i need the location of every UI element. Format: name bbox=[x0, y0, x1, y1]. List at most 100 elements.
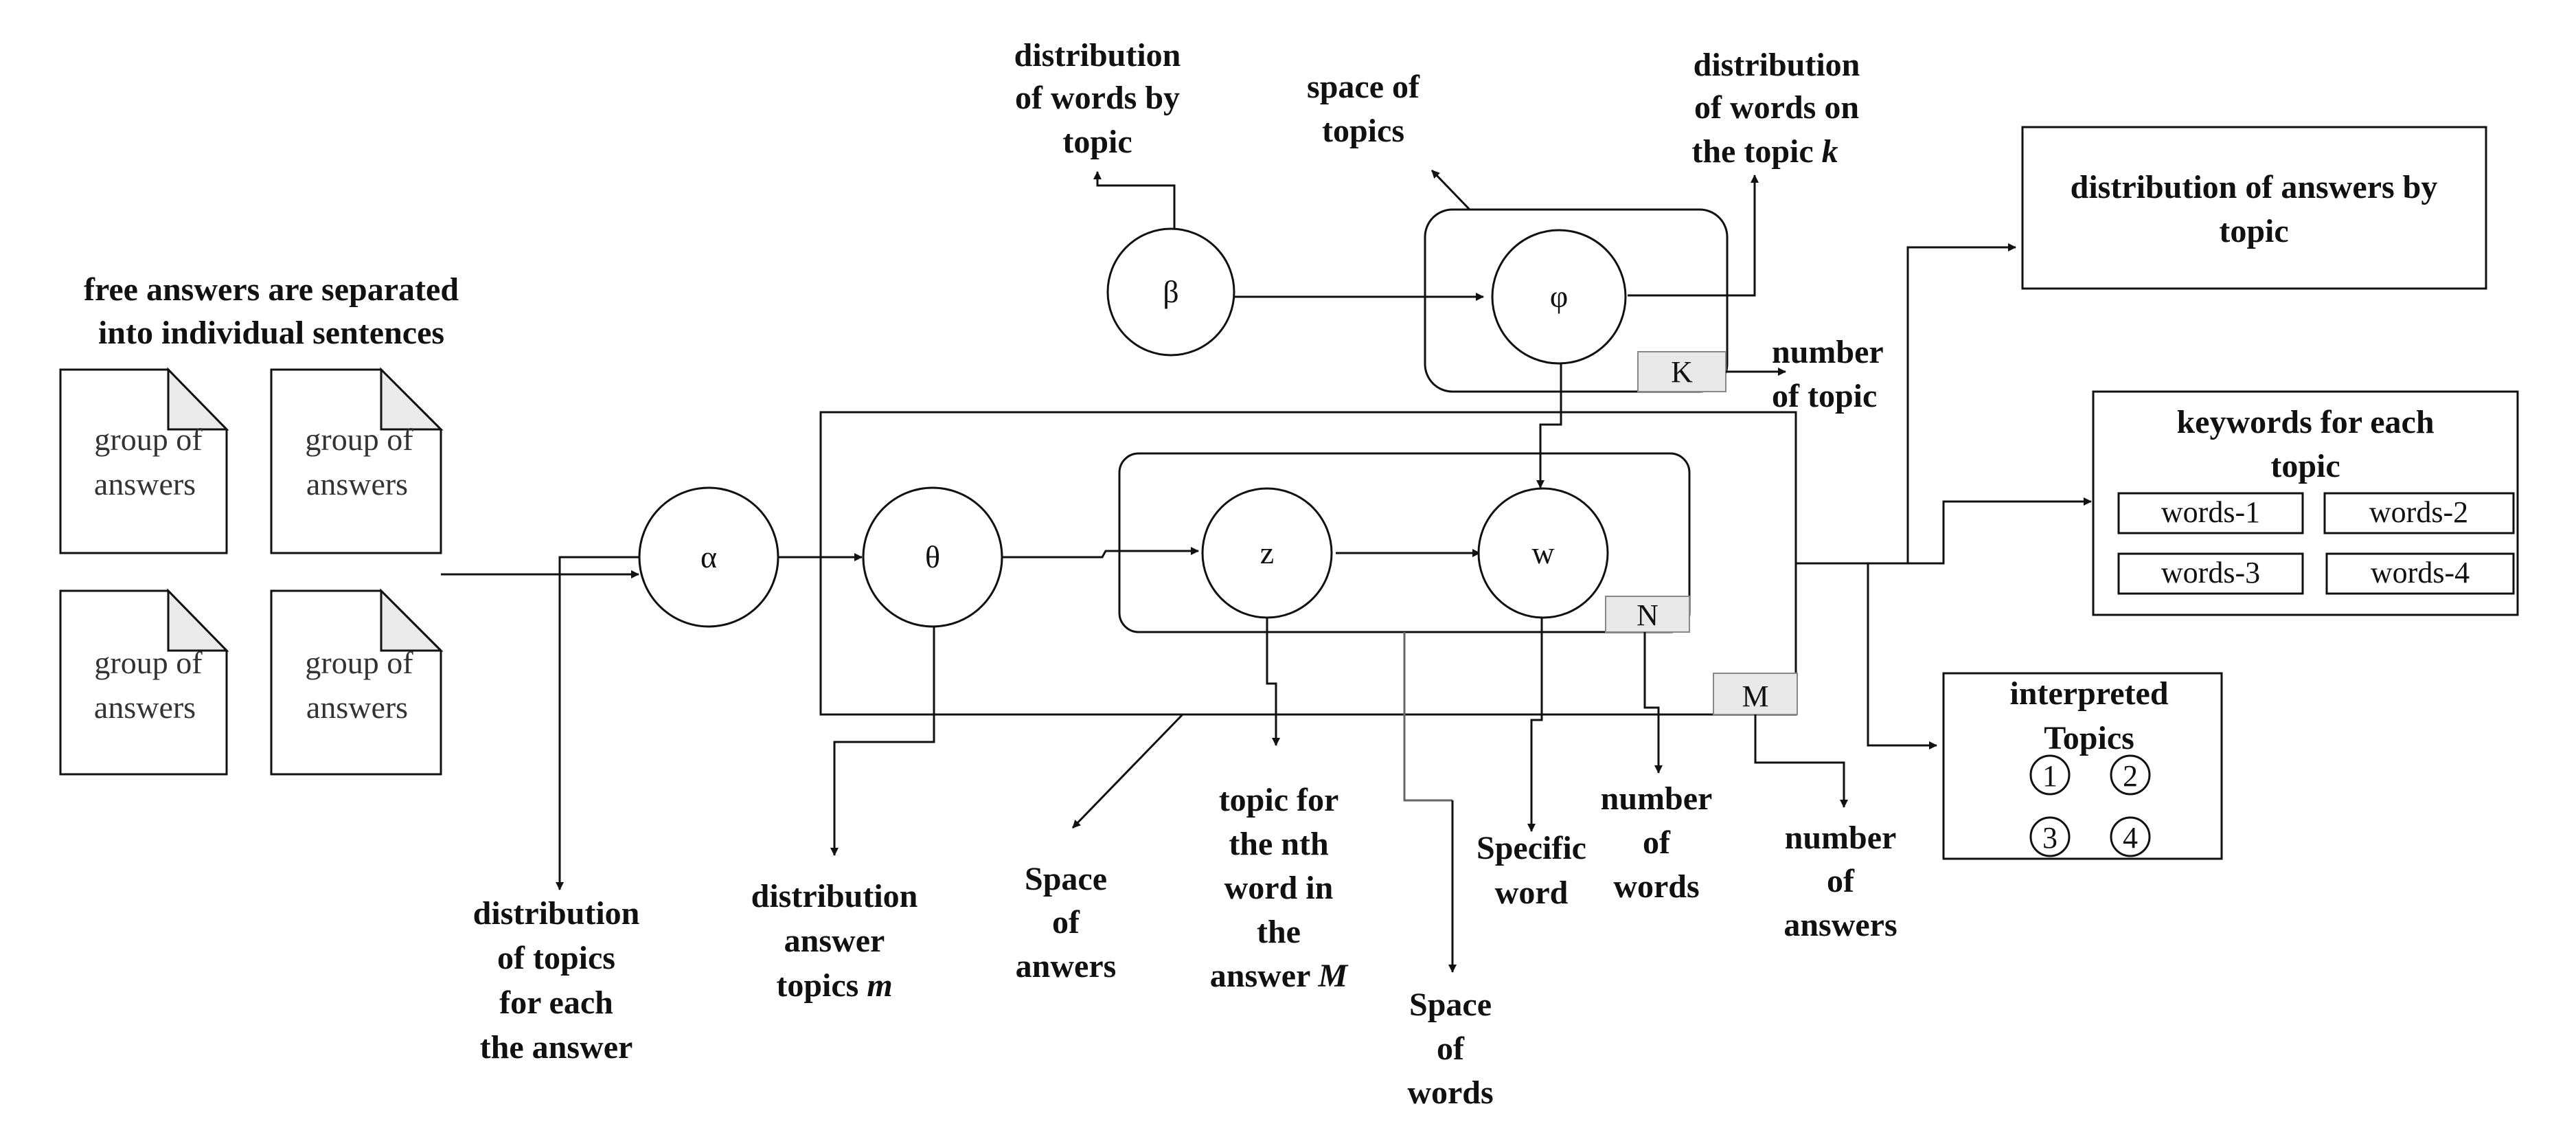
label-line: the bbox=[1257, 914, 1301, 950]
document-icon: group of answers bbox=[270, 367, 444, 554]
keyword-chip bbox=[2117, 552, 2304, 595]
keyword-label: words-4 bbox=[2371, 556, 2470, 589]
doc-label: group of bbox=[305, 422, 413, 457]
keyword-chip bbox=[2323, 492, 2515, 534]
edges bbox=[441, 169, 2092, 973]
plate-n-label: N bbox=[1637, 598, 1659, 632]
label-line: answers bbox=[1783, 907, 1897, 943]
label-specific-word: Specific word bbox=[1477, 830, 1586, 911]
output-interpreted-topics-box: interpreted Topics 1 2 3 4 bbox=[1942, 672, 2223, 860]
label-line: answer bbox=[784, 923, 885, 959]
topic-number: 3 bbox=[2042, 821, 2058, 855]
label-line-with-italic: topics m bbox=[776, 967, 892, 1004]
interpreted-title-line: Topics bbox=[2044, 720, 2134, 756]
doc-label: group of bbox=[305, 645, 413, 680]
label-line: number bbox=[1785, 820, 1897, 856]
plate-k-tag bbox=[1637, 351, 1726, 392]
label-number-of-topic: number of topic bbox=[1772, 334, 1884, 414]
input-title-line1: free answers are separated bbox=[84, 271, 459, 308]
label-line: topics bbox=[1322, 113, 1404, 149]
label-number-of-answers: number of answers bbox=[1783, 820, 1897, 943]
label-line: words bbox=[1613, 868, 1699, 905]
plate-k-label: K bbox=[1671, 355, 1693, 389]
document-icon: group of answers bbox=[270, 588, 444, 776]
keyword-chip bbox=[2117, 492, 2304, 534]
keywords-title-line: keywords for each bbox=[2176, 404, 2434, 440]
label-line: distribution bbox=[1014, 37, 1181, 74]
label-number-of-words: number of words bbox=[1601, 780, 1713, 905]
input-title: free answers are separated into individu… bbox=[84, 271, 459, 351]
topic-number: 1 bbox=[2042, 759, 2058, 793]
keyword-chip bbox=[2325, 552, 2515, 595]
keywords-title-line: topic bbox=[2270, 448, 2340, 484]
plate-n-tag bbox=[1605, 596, 1690, 633]
label-line: words bbox=[1407, 1074, 1493, 1111]
label-line-with-italic: the topic k bbox=[1691, 133, 1838, 170]
label-line: of words by bbox=[1015, 80, 1180, 116]
topic-number-badge: 4 bbox=[2110, 816, 2151, 857]
node-alpha-symbol: α bbox=[700, 539, 717, 574]
label-line: space of bbox=[1307, 69, 1420, 105]
keyword-label: words-2 bbox=[2369, 495, 2468, 529]
document-icon: group of answers bbox=[59, 367, 229, 554]
label-line: of bbox=[1827, 863, 1855, 899]
node-z-symbol: z bbox=[1260, 535, 1274, 570]
label-line: word bbox=[1495, 875, 1569, 911]
plate-m-label: M bbox=[1742, 679, 1768, 713]
answer-documents: group of answers group of answers group … bbox=[59, 367, 444, 776]
label-line: of bbox=[1052, 904, 1080, 941]
document-icon: group of answers bbox=[59, 588, 229, 776]
label-line: distribution bbox=[1694, 47, 1860, 83]
label-dist-topics-each-answer: distribution of topics for each the answ… bbox=[473, 895, 640, 1066]
keyword-label: words-3 bbox=[2161, 556, 2260, 589]
doc-label: answers bbox=[306, 690, 408, 725]
label-dist-answer-topics-m: distribution answer topics m bbox=[751, 878, 918, 1004]
label-line: the nth bbox=[1229, 826, 1328, 862]
node-phi-symbol: φ bbox=[1550, 279, 1569, 314]
label-line: word in bbox=[1224, 870, 1334, 906]
label-dist-words-by-topic: distribution of words by topic bbox=[1014, 37, 1181, 160]
plate-k bbox=[1424, 208, 1729, 393]
output-title-line: topic bbox=[2219, 213, 2288, 249]
node-w-symbol: w bbox=[1531, 535, 1555, 570]
label-line: distribution bbox=[473, 895, 640, 932]
input-title-line2: into individual sentences bbox=[98, 315, 444, 351]
label-line-with-italic: answer M bbox=[1210, 958, 1349, 994]
topic-number-badge: 2 bbox=[2110, 754, 2151, 796]
keyword-label: words-1 bbox=[2161, 495, 2260, 529]
doc-label: group of bbox=[94, 422, 203, 457]
doc-label: answers bbox=[306, 466, 408, 502]
node-beta-symbol: β bbox=[1163, 274, 1178, 309]
node-beta: β bbox=[1106, 227, 1235, 357]
label-line: Specific bbox=[1477, 830, 1586, 866]
label-topic-nth-word: topic for the nth word in the answer M bbox=[1210, 782, 1349, 994]
node-phi: φ bbox=[1491, 229, 1627, 365]
interpreted-title-line: interpreted bbox=[2009, 675, 2168, 712]
output-dist-answers-by-topic: distribution of answers by topic bbox=[2021, 126, 2487, 290]
label-line: of bbox=[1643, 824, 1671, 861]
topic-number: 4 bbox=[2123, 821, 2138, 855]
label-line: topic bbox=[1062, 124, 1132, 160]
label-dist-words-topic-k: distribution of words on the topic k bbox=[1691, 47, 1860, 170]
label-space-of-words: Space of words bbox=[1407, 987, 1493, 1111]
doc-label: answers bbox=[94, 690, 196, 725]
topic-number: 2 bbox=[2123, 759, 2138, 793]
label-line: the answer bbox=[480, 1029, 633, 1066]
topic-number-badge: 3 bbox=[2029, 816, 2071, 857]
label-line: of words on bbox=[1694, 89, 1859, 126]
label-line: of bbox=[1437, 1031, 1465, 1067]
label-line: anwers bbox=[1016, 948, 1117, 984]
label-line: of topic bbox=[1772, 378, 1877, 414]
label-line: number bbox=[1601, 780, 1713, 817]
label-line: Space bbox=[1409, 987, 1492, 1023]
output-title-line: distribution of answers by bbox=[2071, 169, 2438, 205]
node-theta: θ bbox=[862, 486, 1003, 628]
label-space-of-topics: space of topics bbox=[1307, 69, 1420, 149]
node-z: z bbox=[1201, 487, 1333, 619]
label-line: distribution bbox=[751, 878, 918, 914]
label-line: for each bbox=[499, 984, 613, 1021]
node-theta-symbol: θ bbox=[925, 539, 940, 574]
topic-number-badge: 1 bbox=[2029, 754, 2071, 796]
doc-label: answers bbox=[94, 466, 196, 502]
